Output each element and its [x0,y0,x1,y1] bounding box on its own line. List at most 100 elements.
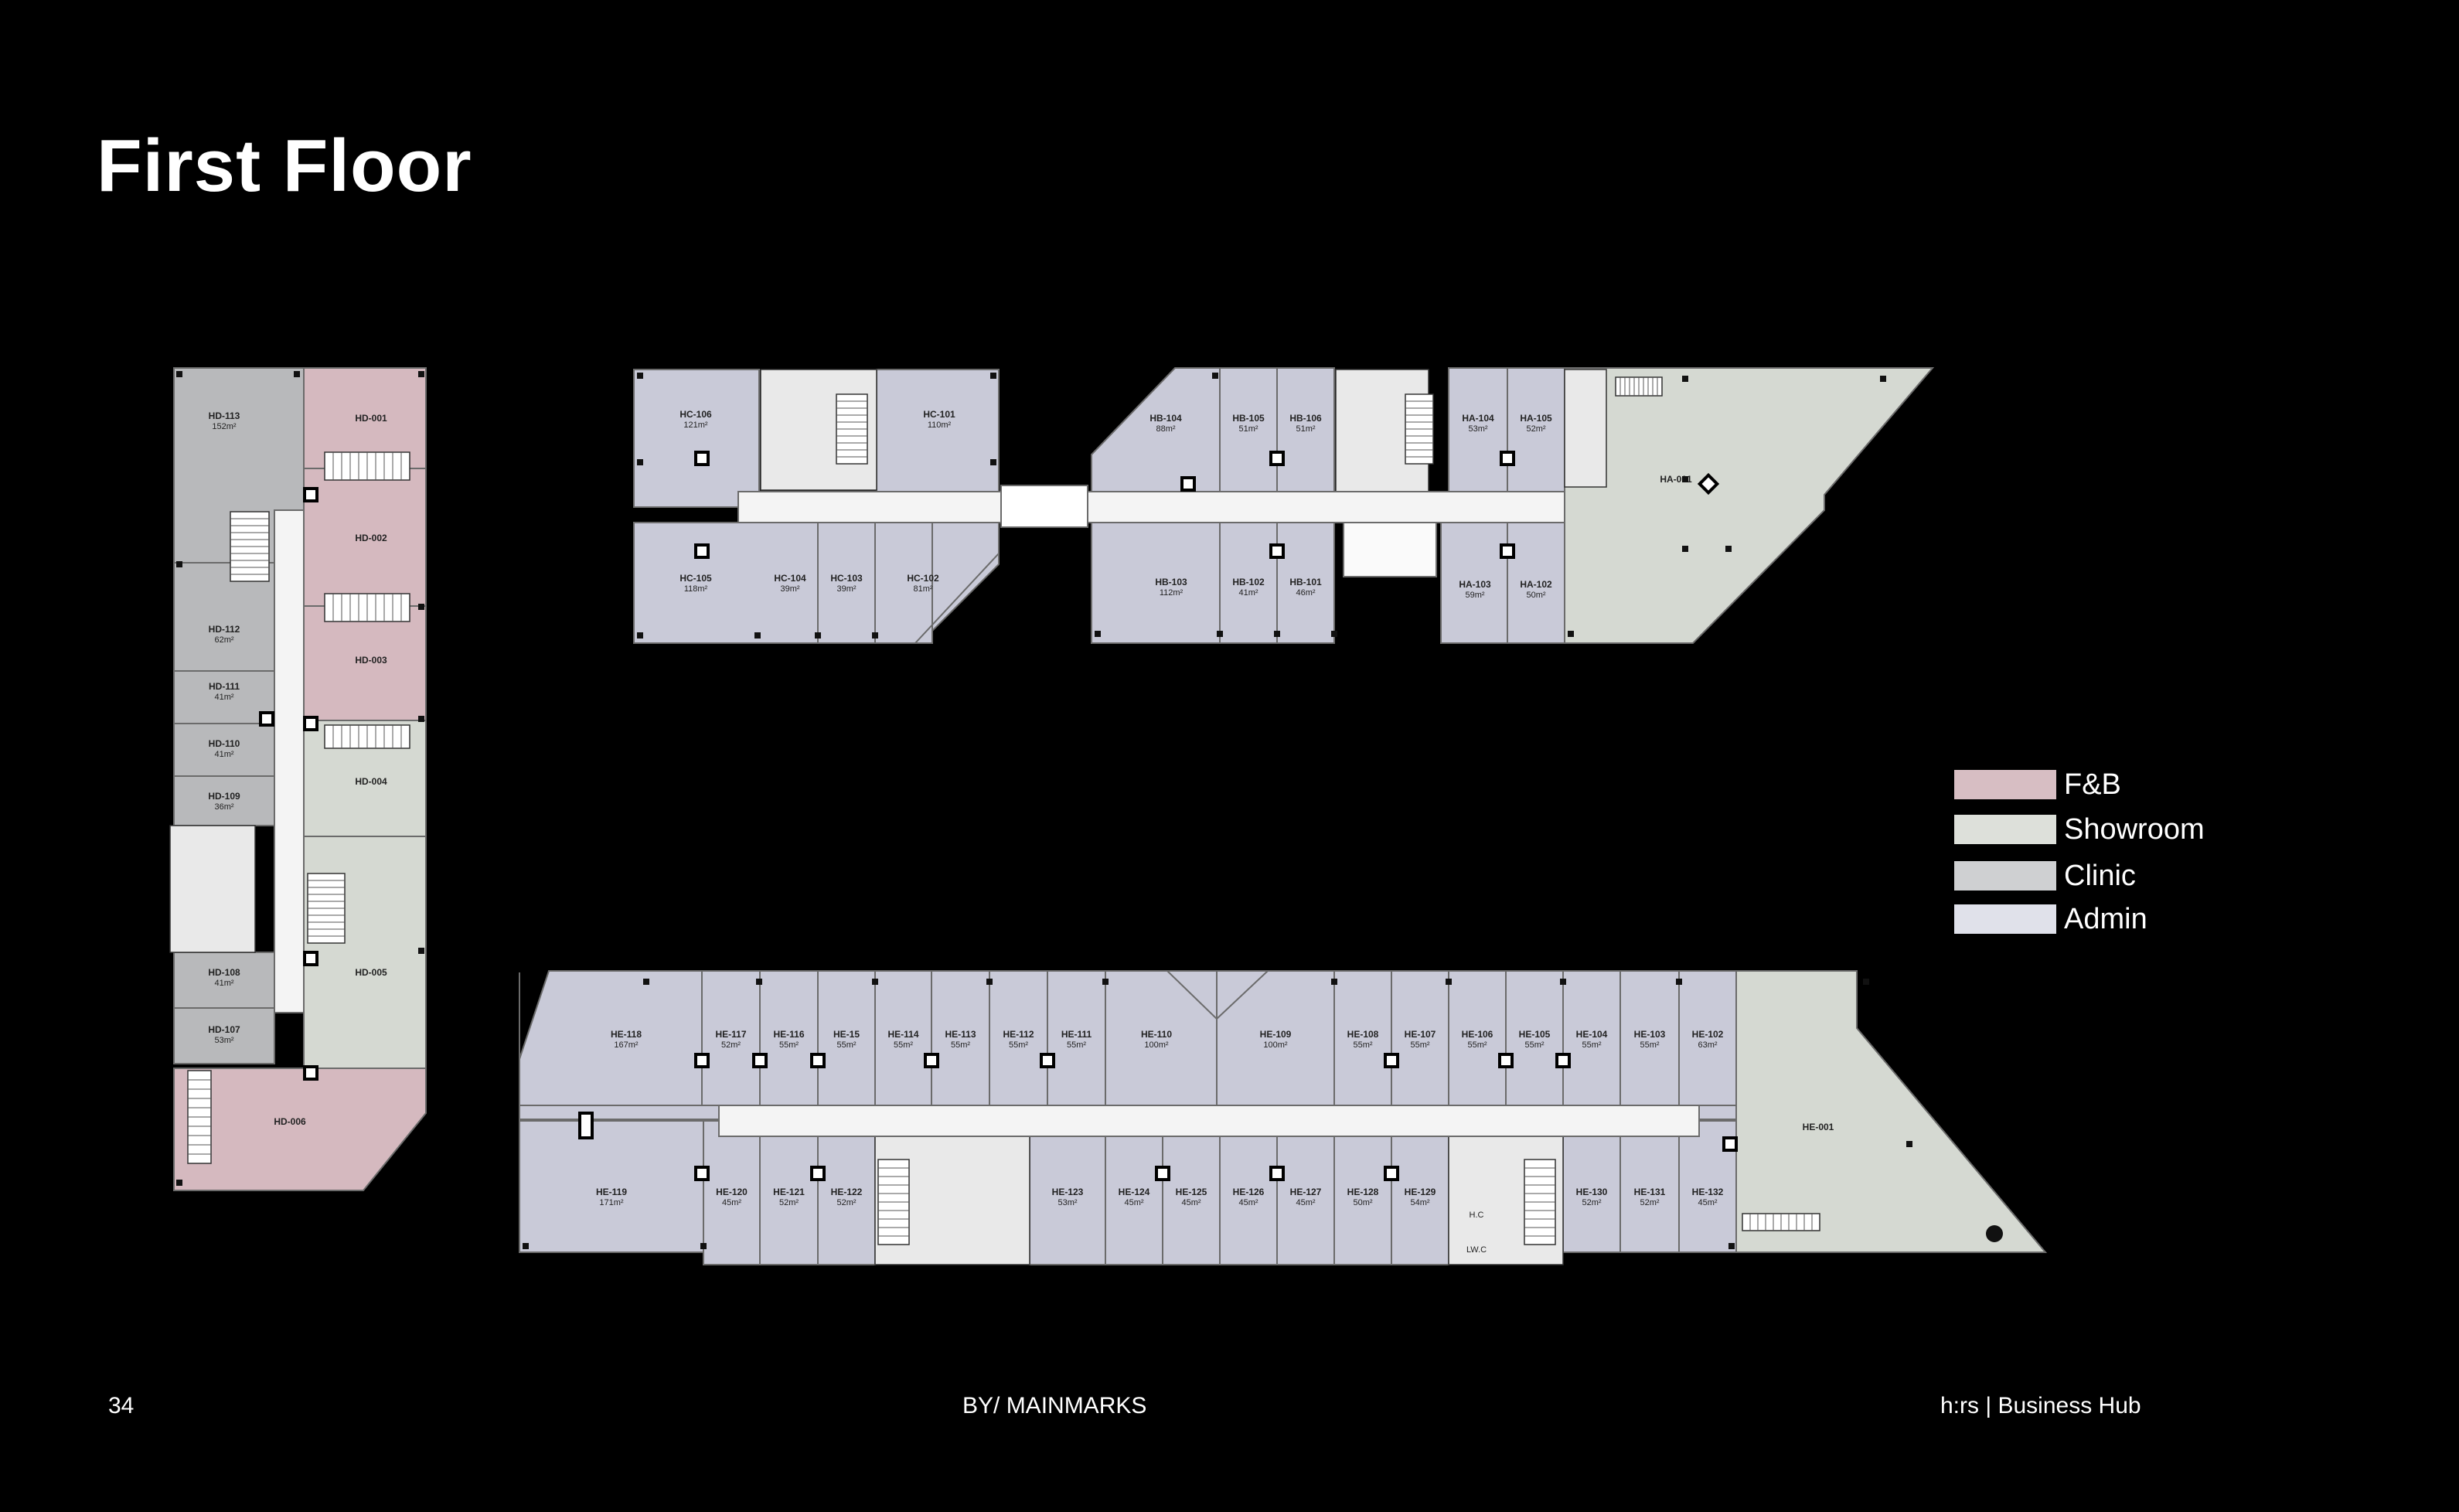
unit-hc-105 [633,522,819,644]
column-e-10 [700,1243,707,1249]
shaft-e-2 [810,1053,826,1068]
label-he-102-area: 63m² [1698,1040,1717,1050]
label-he-114-area: 55m² [894,1040,913,1050]
label-he-113-id: HE-113 [945,1029,976,1040]
column-c-7 [872,632,878,639]
label-he-001-id: HE-001 [1803,1122,1834,1132]
label-ha-102-area: 50m² [1526,591,1545,600]
label-he-118-area: 167m² [614,1040,639,1050]
label-hb-102-id: HB-102 [1232,577,1265,587]
unit-hc-106 [633,369,760,508]
column-b-3 [1331,631,1337,637]
label-he-118-id: HE-118 [611,1029,642,1040]
shaft-e-10 [810,1166,826,1181]
column-d-5 [418,716,424,722]
label-he-114-id: HE-114 [887,1029,918,1040]
shaft-d-1 [303,716,318,731]
column-b-4 [1212,373,1218,379]
unit-hd-005 [303,836,427,1069]
label-he-119-id: HE-119 [596,1187,627,1197]
column-e-2 [872,979,878,985]
shaft-d-2 [303,951,318,966]
column-d-0 [176,371,182,377]
label-hd-002-id: HD-002 [355,533,387,543]
legend-item-clinic: Clinic [1954,860,2341,894]
corridor-e [718,1105,1700,1137]
label-he-117-area: 52m² [721,1040,741,1050]
shaft-e-1 [752,1053,768,1068]
unit-he-001 [1735,970,2048,1253]
column-e-1 [756,979,762,985]
unit-he-120 [703,1120,761,1265]
unit-he-102 [1678,970,1737,1106]
label-he-117-id: HE-117 [715,1029,746,1040]
unit-hd-109 [173,775,275,826]
label-he-107-area: 55m² [1410,1040,1429,1050]
column-c-3 [990,459,996,465]
label-he-120-id: HE-120 [716,1187,748,1197]
label-he-15-id: HE-15 [833,1029,860,1040]
label-he-130-area: 52m² [1582,1198,1601,1207]
label-hd-109-id: HD-109 [208,791,240,802]
unit-he-131 [1619,1120,1680,1253]
label-he-121-id: HE-121 [773,1187,805,1197]
label-hd-111-area: 41m² [214,693,233,702]
column-c-6 [815,632,821,639]
unit-he-111 [1047,970,1106,1106]
shaft-b-0 [1180,476,1196,492]
legend-item-showroom: Showroom [1954,813,2341,847]
label-ha-105-area: 52m² [1526,424,1545,434]
unit-he-104 [1562,970,1621,1106]
unit-hb-105 [1219,367,1278,492]
unit-ha-001 [1564,367,1935,644]
label-hd-107-area: 53m² [214,1036,233,1045]
column-c-1 [990,373,996,379]
shaft-d-3 [303,1065,318,1081]
label-he-124-area: 45m² [1124,1198,1143,1207]
corridor-d [274,509,305,1013]
column-c-4 [637,632,643,639]
label-hd-001-id: HD-001 [355,413,387,424]
shaft-a-0 [1500,451,1515,466]
label-hd-110-id: HD-110 [209,738,240,749]
label-he-109-top-area: 100m² [1263,1040,1288,1050]
label-hc-104-area: 39m² [780,584,799,594]
label-he-110-top-area: 100m² [1144,1040,1169,1050]
label-he-106-id: HE-106 [1462,1029,1493,1040]
label-he-105-area: 55m² [1524,1040,1544,1050]
shaft-b-2 [1269,543,1285,559]
label-he-103-area: 55m² [1640,1040,1659,1050]
column-e-11 [1728,1243,1735,1249]
byline: BY/ MAINMARKS [962,1393,1147,1418]
label-hd-003-id: HD-003 [355,655,387,666]
label-he-132-area: 45m² [1698,1198,1717,1207]
label-hc-103-area: 39m² [836,584,856,594]
label-ha-104-area: 53m² [1468,424,1487,434]
legend-label-showroom: Showroom [2064,813,2205,846]
legend-swatch-clinic [1954,861,2056,891]
label-hb-104-area: 88m² [1156,424,1175,434]
label-he-104-area: 55m² [1582,1040,1601,1050]
label-he-123-id: HE-123 [1052,1187,1084,1197]
label-hd-111-id: HD-111 [209,681,240,692]
marker-ha-001 [1697,472,1720,495]
unit-he-130 [1562,1120,1621,1253]
column-a-2 [1682,546,1688,552]
legend-swatch-showroom [1954,815,2056,844]
shaft-c-0 [694,451,710,466]
label-he-105-id: HE-105 [1519,1029,1551,1040]
column-a-1 [1880,376,1886,382]
service-core-d [169,825,256,953]
label-he-109-top-id: HE-109 [1260,1029,1292,1040]
label-hb-103-id: HB-103 [1155,577,1187,587]
column-c-5 [754,632,761,639]
label-hb-106-id: HB-106 [1289,413,1322,424]
label-he-122-id: HE-122 [831,1187,863,1197]
legend-label-admin: Admin [2064,903,2147,935]
unit-ha-104 [1448,367,1508,492]
legend-label-fnb: F&B [2064,768,2121,801]
label-hd-108-id: HD-108 [208,967,240,978]
label-he-131-id: HE-131 [1634,1187,1666,1197]
shaft-e-tall [578,1112,594,1139]
label-hc: H.C [1470,1211,1484,1220]
